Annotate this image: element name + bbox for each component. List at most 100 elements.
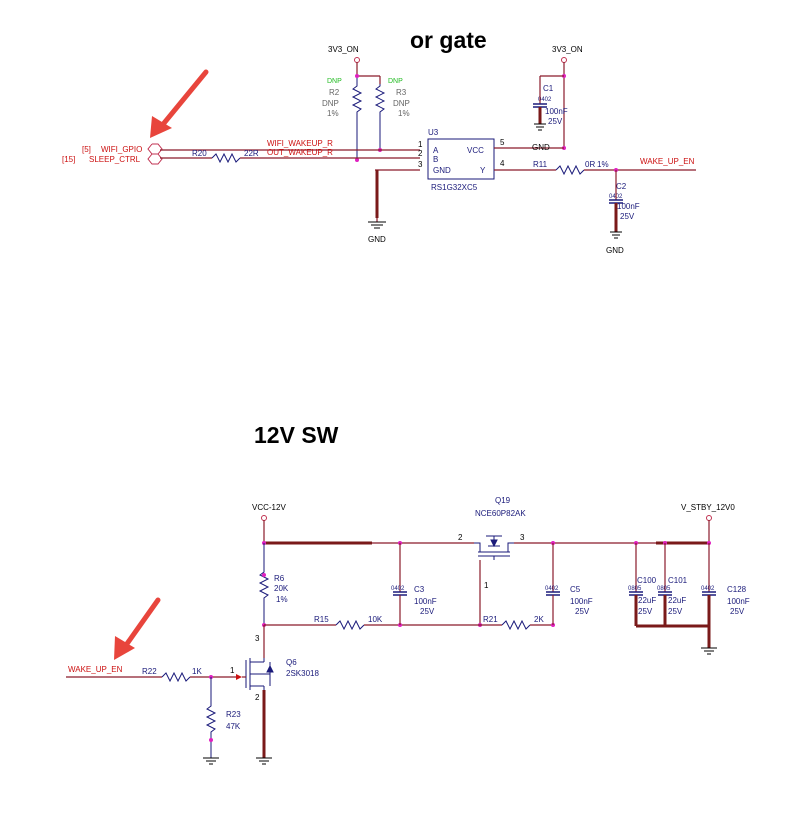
u3-pin-vcc: VCC: [467, 146, 484, 155]
r21-value: 2K: [534, 615, 544, 624]
capacitor-c128: [702, 543, 716, 648]
q6-pin-1: 1: [230, 666, 235, 675]
r23-ref: R23: [226, 710, 241, 719]
title-12v-sw: 12V SW: [254, 422, 339, 448]
resistor-r22: [161, 671, 191, 683]
resistor-r21: [501, 619, 531, 631]
resistor-r23: [205, 677, 217, 758]
resistor-r11: [555, 164, 585, 176]
u3-pin-num-5: 5: [500, 138, 505, 147]
port-wifi-index: [5]: [82, 145, 91, 154]
capacitor-c1: [533, 76, 547, 131]
c3-ref: C3: [414, 585, 425, 594]
net-vcc-12v: VCC-12V: [252, 503, 286, 512]
r3-tol: 1%: [398, 109, 410, 118]
gnd-label-1: GND: [368, 235, 386, 244]
c3-value: 100nF: [414, 597, 437, 606]
r6-value: 20K: [274, 584, 289, 593]
c100-value: 22uF: [638, 596, 656, 605]
c101-value: 22uF: [668, 596, 686, 605]
r2-value: DNP: [322, 99, 339, 108]
annotation-arrow-bottom: [114, 597, 161, 660]
r3-mark: DNP: [388, 78, 403, 85]
u3-pin-num-3: 3: [418, 160, 423, 169]
r3-ref: R3: [396, 88, 407, 97]
c128-pkg: 0402: [701, 586, 715, 592]
q6-pin-3: 3: [255, 634, 260, 643]
c2-volt: 25V: [620, 212, 635, 221]
c1-ref: C1: [543, 84, 554, 93]
q19-part: NCE60P82AK: [475, 509, 526, 518]
c3-pkg: 0402: [391, 586, 405, 592]
c1-volt: 25V: [548, 117, 563, 126]
port-arrows: [147, 143, 163, 165]
c5-pkg: 0402: [545, 586, 559, 592]
c2-value: 100nF: [617, 202, 640, 211]
c3-volt: 25V: [420, 607, 435, 616]
net-wifi-wakeup-r: WIFI_WAKEUP_R: [267, 139, 333, 148]
rail-3v3-right: 3V3_ON: [552, 45, 583, 54]
gnd-label-3: GND: [606, 246, 624, 255]
r11-ref: R11: [533, 160, 548, 169]
pmos-q19: [474, 535, 514, 560]
r23-value: 47K: [226, 722, 241, 731]
r21-ref: R21: [483, 615, 498, 624]
net-v-stby: V_STBY_12V0: [681, 503, 735, 512]
port-sleep-ctrl: SLEEP_CTRL: [89, 155, 141, 164]
q6-pin-2: 2: [255, 693, 260, 702]
c128-value: 100nF: [727, 597, 750, 606]
u3-pin-b: B: [433, 155, 438, 164]
r2-mark: DNP: [327, 78, 342, 85]
q19-pin-1: 1: [484, 581, 489, 590]
q6-ref: Q6: [286, 658, 297, 667]
c101-volt: 25V: [668, 607, 683, 616]
c1-pkg: 0402: [538, 97, 552, 103]
resistor-r3: [374, 84, 386, 150]
resistor-r15: [335, 619, 365, 631]
u3-pin-gnd: GND: [433, 166, 451, 175]
u3-pin-y: Y: [480, 166, 486, 175]
gnd-symbol-1: [368, 218, 386, 229]
capacitor-c2: [609, 170, 623, 239]
port-sleep-index: [15]: [62, 155, 75, 164]
r15-ref: R15: [314, 615, 329, 624]
resistor-r20: [211, 152, 241, 164]
r11-value: 0R: [585, 160, 595, 169]
c101-ref: C101: [668, 576, 688, 585]
r2-tol: 1%: [327, 109, 339, 118]
net-wake-up-en-top: WAKE_UP_EN: [640, 157, 695, 166]
capacitor-c5: [546, 543, 560, 625]
q19-pin-2: 2: [458, 533, 463, 542]
r20-ref: R20: [192, 149, 207, 158]
net-wake-up-en-bottom: WAKE_UP_EN: [68, 665, 123, 674]
u3-pin-num-2: 2: [418, 149, 423, 158]
u3-pin-a: A: [433, 146, 439, 155]
c128-ref: C128: [727, 585, 747, 594]
capacitor-c101: [658, 543, 672, 626]
c100-volt: 25V: [638, 607, 653, 616]
q19-pin-3: 3: [520, 533, 525, 542]
r15-value: 10K: [368, 615, 383, 624]
resistor-r6: [258, 543, 270, 625]
r11-tol: 1%: [597, 160, 609, 169]
c2-ref: C2: [616, 182, 627, 191]
r22-value: 1K: [192, 667, 202, 676]
c100-pkg: 0805: [628, 586, 642, 592]
r3-value: DNP: [393, 99, 410, 108]
gnd-label-2: GND: [532, 143, 550, 152]
r22-ref: R22: [142, 667, 157, 676]
u3-ref: U3: [428, 128, 439, 137]
c5-value: 100nF: [570, 597, 593, 606]
q6-part: 2SK3018: [286, 669, 319, 678]
c101-pkg: 0805: [657, 586, 671, 592]
port-wifi-gpio: WIFI_GPIO: [101, 145, 142, 154]
c128-volt: 25V: [730, 607, 745, 616]
c5-volt: 25V: [575, 607, 590, 616]
r6-ref: R6: [274, 574, 285, 583]
capacitor-c100: [629, 543, 643, 626]
c100-ref: C100: [637, 576, 657, 585]
u3-pin-num-4: 4: [500, 159, 505, 168]
u3-pin-num-1: 1: [418, 140, 423, 149]
u3-body: [427, 138, 495, 180]
